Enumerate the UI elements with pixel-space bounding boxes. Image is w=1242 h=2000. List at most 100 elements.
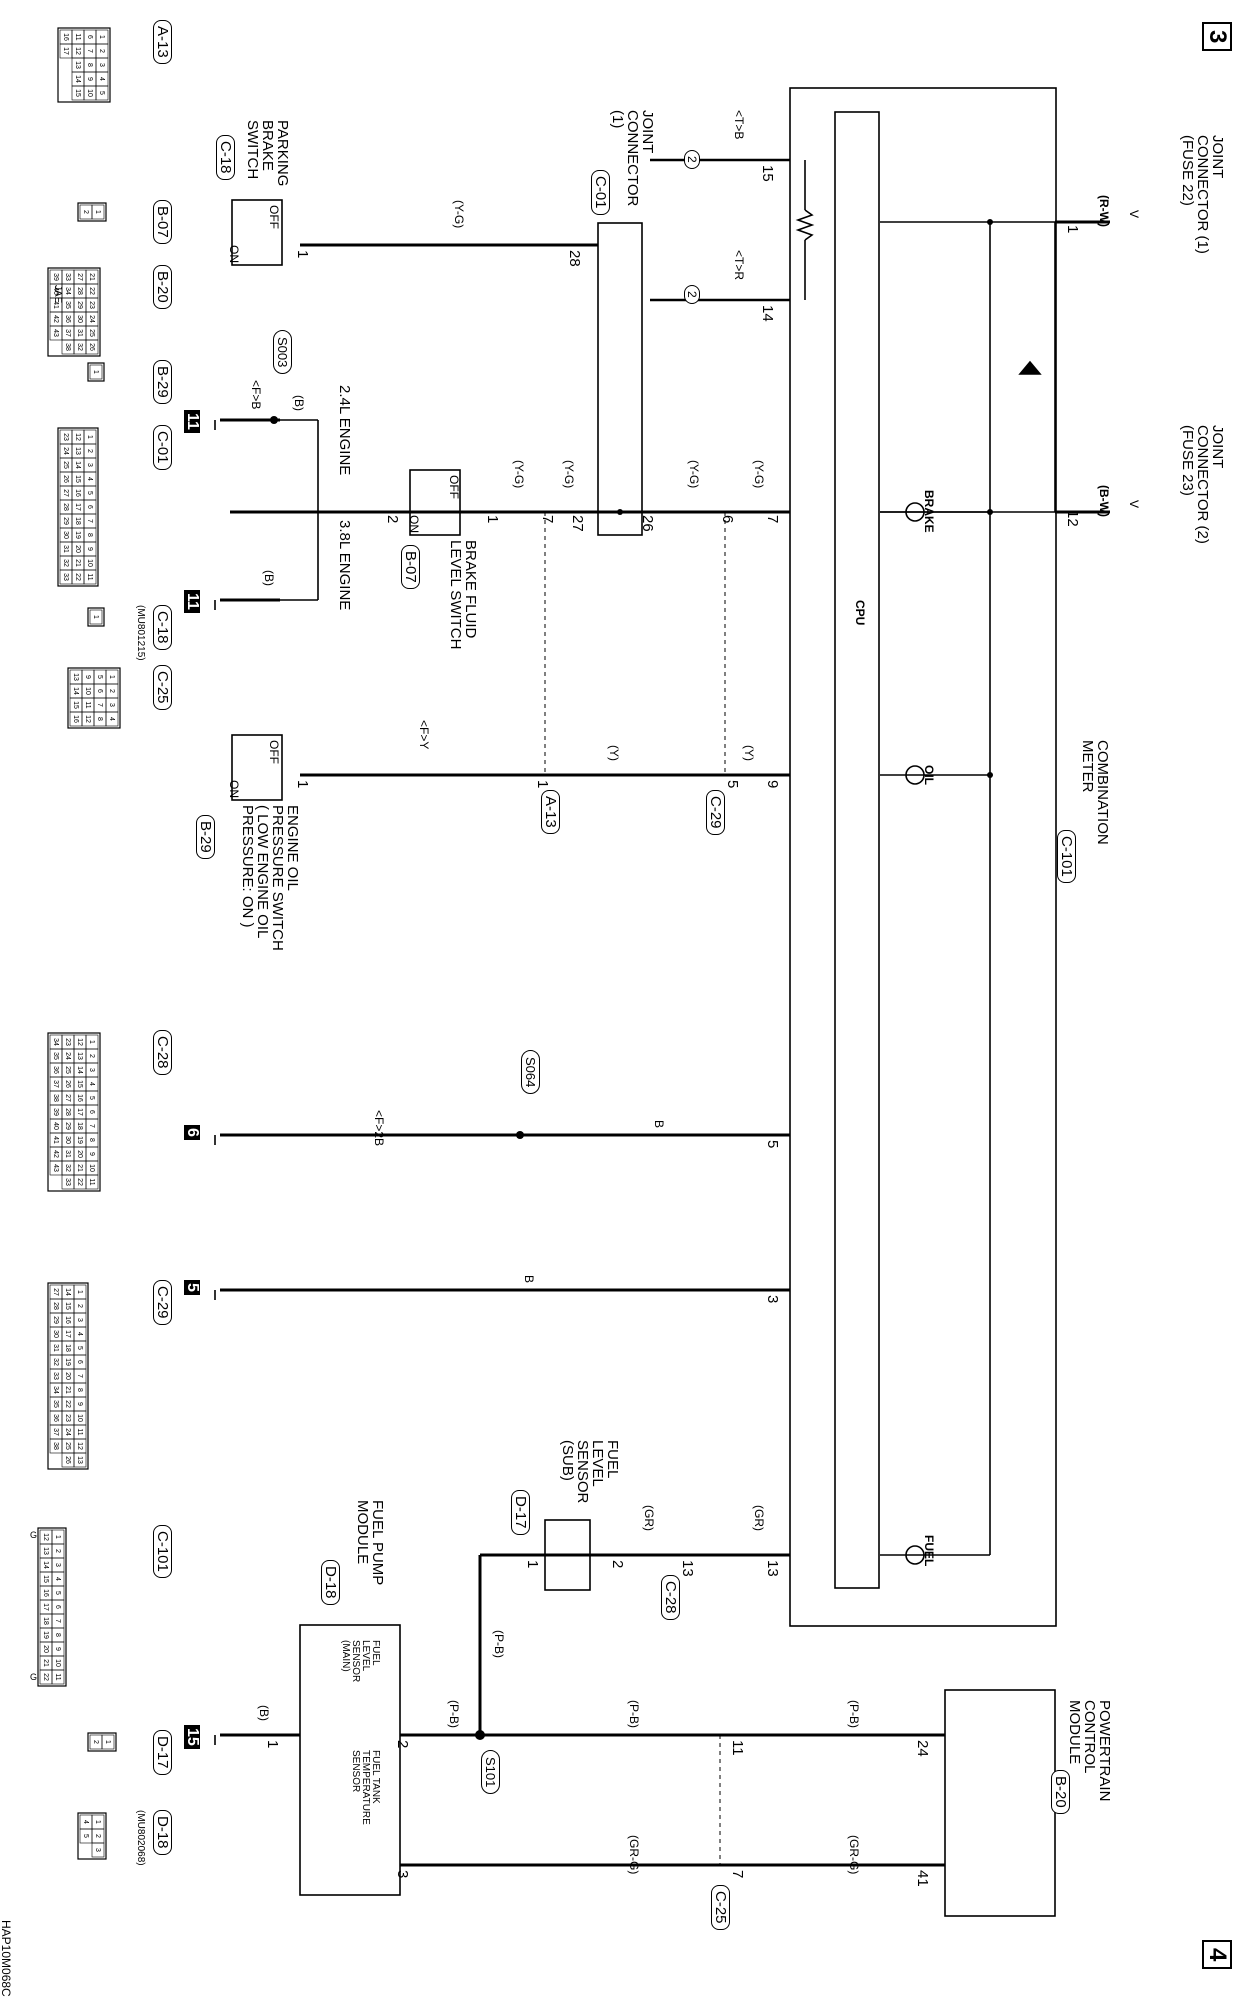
engine-wire-2: (B): [262, 570, 276, 586]
connector-pin-number: 15: [74, 89, 81, 97]
connector-pin-number: 30: [64, 1136, 71, 1144]
jc-c01-ref: C-01: [591, 170, 610, 215]
fuse-terminal-icon: V: [1127, 210, 1141, 219]
connector-pin-number: 31: [62, 545, 69, 553]
connector-pin-number: 26: [88, 343, 95, 351]
meter-name: COMBINATION METER: [1079, 740, 1111, 845]
connector-pin-number: 25: [64, 1066, 71, 1074]
pcm-wire-grg-1: (GR-G): [847, 1835, 861, 1875]
brake-wire-2: (Y-G): [687, 460, 701, 489]
connector-pin-number: 34: [64, 287, 71, 295]
connector-pin-number: 12: [76, 1442, 83, 1450]
connector-pin-number: 11: [54, 1673, 61, 1680]
connector-pin-number: 1: [98, 35, 105, 39]
fuel-sub-t2: 2: [609, 1560, 626, 1569]
connector-pin-number: 32: [62, 559, 69, 567]
connector-housing: [87, 362, 105, 382]
connector-pin-number: 13: [76, 1456, 83, 1464]
engine-variant-2: 3.8L ENGINE: [336, 520, 353, 611]
connector-pin-number: 21: [64, 1386, 71, 1394]
parking-brake-name: PARKING BRAKE SWITCH: [244, 120, 291, 187]
connector-pin-number: 3: [94, 1848, 101, 1852]
pcm-t41: 41: [914, 1870, 931, 1887]
connector-pin-number: 15: [76, 1080, 83, 1088]
connector-pin-cell: [89, 364, 103, 380]
fuel-pump-t2: 2: [394, 1740, 411, 1749]
connector-pin-number: 29: [64, 1122, 71, 1130]
brake-jc-out: 27: [569, 515, 586, 532]
connector-pin-number: 1: [94, 1820, 101, 1824]
connector-pin-number: 5: [88, 1096, 95, 1100]
can-label-r: <T>R: [732, 250, 746, 281]
connector-pin-number: 19: [42, 1631, 49, 1639]
connector-pin-number: 7: [54, 1619, 61, 1623]
cpu-box: [834, 111, 880, 1589]
fuel-led-icon: FUEL: [922, 1535, 936, 1567]
connector-pin-number: 24: [62, 447, 69, 455]
connector-pin-number: 5: [54, 1591, 61, 1595]
connector-pin-number: 9: [88, 1152, 95, 1156]
connector-pin-number: 23: [64, 1414, 71, 1422]
connector-pin-number: 41: [52, 1136, 59, 1144]
oil-c29-ref: C-29: [706, 790, 725, 835]
conn-b20-title: JAE: [52, 285, 63, 304]
connector-pin-number: 16: [76, 1094, 83, 1102]
connector-pin-number: 2: [92, 1740, 99, 1744]
connector-housing: [47, 267, 101, 357]
can-terminal-15: 15: [759, 165, 776, 182]
connector-pin-number: 26: [64, 1456, 71, 1464]
connector-pin-number: 8: [76, 1388, 83, 1392]
connector-pin-number: 14: [64, 1288, 71, 1296]
oil-led-icon: OIL: [922, 765, 936, 785]
connector-pin-number: 42: [52, 315, 59, 323]
connector-pin-number: 32: [76, 343, 83, 351]
connector-pin-number: 18: [42, 1617, 49, 1625]
connector-pin-number: 6: [96, 689, 103, 693]
connector-pin-number: 25: [88, 329, 95, 337]
ground-11-b: 11: [184, 590, 201, 613]
connector-pin-number: 6: [54, 1605, 61, 1609]
connector-pin-number: 33: [64, 273, 71, 281]
connector-pin-number: 39: [52, 1108, 59, 1116]
ground-15: 15: [184, 1725, 201, 1749]
connector-pin-number: 38: [52, 1442, 59, 1450]
connector-pin-number: 43: [52, 1164, 59, 1172]
connector-pin-number: 13: [76, 1052, 83, 1060]
connector-pin-number: 35: [52, 1400, 59, 1408]
connector-pin-number: 12: [42, 1533, 49, 1541]
pcm-ground-wire: (B): [257, 1705, 271, 1721]
connector-housing: [47, 1282, 89, 1470]
connector-pin-number: 16: [64, 1316, 71, 1324]
connector-pin-number: 21: [76, 1164, 83, 1172]
connector-pin-cell: [89, 1734, 103, 1750]
connector-pin-number: 14: [74, 461, 81, 469]
connector-pin-number: 20: [64, 1372, 71, 1380]
connector-pin-number: 16: [74, 489, 81, 497]
connector-pin-number: 12: [74, 433, 81, 441]
fuel-c28-term: 13: [679, 1560, 696, 1577]
pcm-wire-pb-3: (P-B): [447, 1700, 461, 1728]
connector-pin-number: 32: [52, 1358, 59, 1366]
conn-c25-label: C-25: [153, 665, 172, 710]
connector-pin-number: 16: [42, 1589, 49, 1597]
connector-pin-number: 40: [52, 287, 59, 295]
conn-c18-note: (MU801215): [135, 605, 146, 661]
jc1-wire: (R-W): [1097, 195, 1111, 227]
connector-pin-number: 4: [86, 477, 93, 481]
connector-pin-number: 20: [76, 1150, 83, 1158]
connector-pin-number: 27: [64, 1094, 71, 1102]
connector-pin-number: 10: [88, 1164, 95, 1172]
conn-c28-label: C-28: [153, 1030, 172, 1075]
connector-pin-number: 21: [74, 559, 81, 567]
connector-face-c-29: 1234567891011121314151617181920212223242…: [47, 1282, 89, 1470]
connector-pin-number: 6: [86, 35, 93, 39]
connector-pin-number: 28: [62, 503, 69, 511]
joint-connector-1-name: JOINT CONNECTOR (1) (FUSE 22): [1179, 135, 1226, 254]
fuel-pump-name: FUEL PUMP MODULE: [354, 1500, 386, 1586]
connector-pin-number: 9: [54, 1647, 61, 1651]
connector-pin-number: 17: [76, 1108, 83, 1116]
oil-a13-term: 1: [534, 780, 551, 789]
connector-pin-number: 40: [52, 1122, 59, 1130]
